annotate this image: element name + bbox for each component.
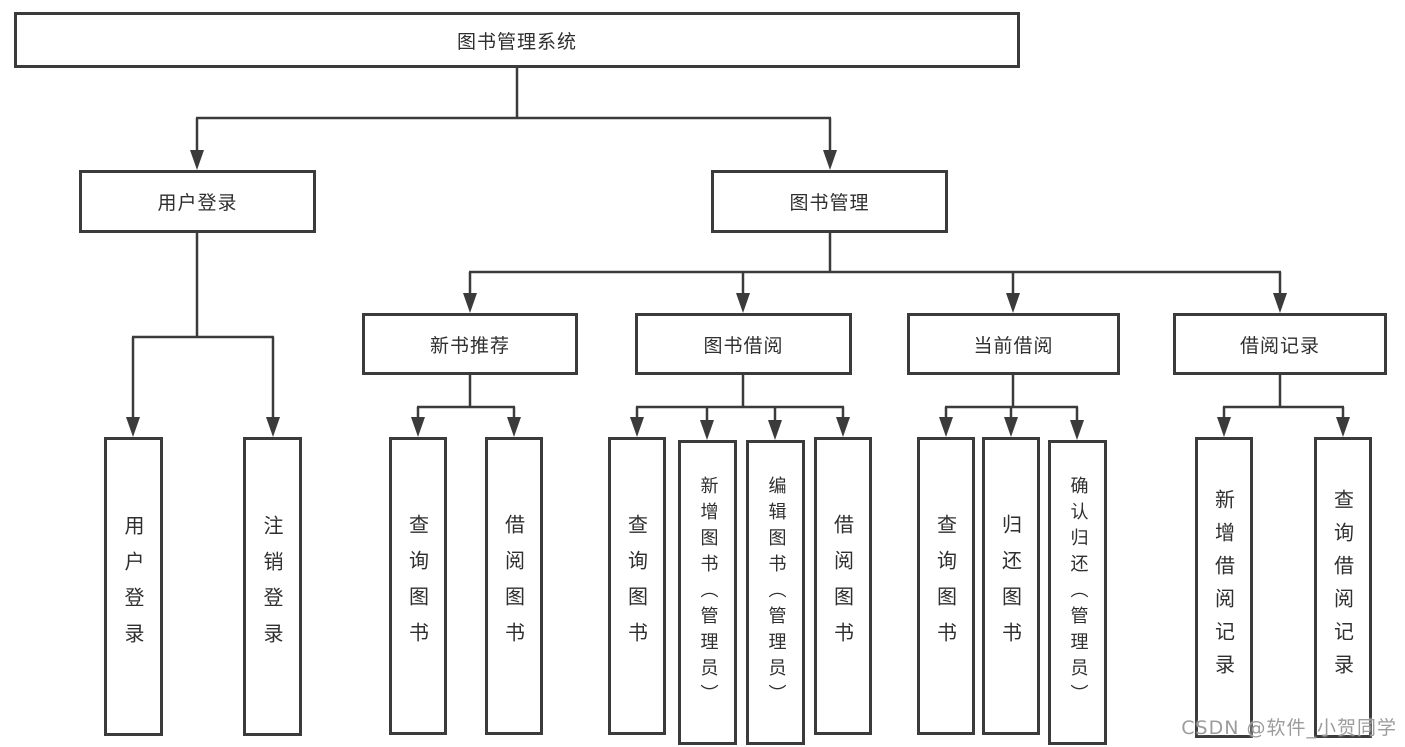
leaf-confirm-return-admin-label: 确认归还（管理员） xyxy=(1067,475,1089,710)
leaf-query-books-1-label: 查询图书 xyxy=(405,514,430,658)
leaf-edit-book-admin: 编辑图书（管理员） xyxy=(746,440,805,745)
leaf-add-book-admin-label: 新增图书（管理员） xyxy=(697,475,719,710)
node-root-label: 图书管理系统 xyxy=(456,30,577,53)
node-new-book-recommend-label: 新书推荐 xyxy=(429,334,510,357)
leaf-add-book-admin: 新增图书（管理员） xyxy=(678,440,737,745)
node-book-management-label: 图书管理 xyxy=(789,192,870,214)
leaf-query-books-1: 查询图书 xyxy=(389,437,447,735)
node-book-borrow: 图书借阅 xyxy=(635,313,852,375)
leaf-query-books-3-label: 查询图书 xyxy=(933,514,958,658)
leaf-query-borrow-record-label: 查询借阅记录 xyxy=(1330,488,1355,687)
leaf-borrow-books-2: 借阅图书 xyxy=(814,437,872,735)
leaf-borrow-books-2-label: 借阅图书 xyxy=(830,514,855,658)
leaf-borrow-books-1-label: 借阅图书 xyxy=(501,514,526,658)
node-current-borrow: 当前借阅 xyxy=(907,313,1120,375)
leaf-query-books-2: 查询图书 xyxy=(608,437,666,735)
node-user-login-label: 用户登录 xyxy=(157,192,238,214)
node-new-book-recommend: 新书推荐 xyxy=(362,313,578,375)
node-borrow-records: 借阅记录 xyxy=(1173,313,1387,375)
csdn-watermark: CSDN @软件_小贺同学 xyxy=(1181,717,1397,739)
leaf-query-books-2-label: 查询图书 xyxy=(624,514,649,658)
leaf-add-borrow-record-label: 新增借阅记录 xyxy=(1211,488,1236,687)
leaf-query-books-3: 查询图书 xyxy=(917,437,975,735)
node-user-login: 用户登录 xyxy=(79,170,316,233)
leaf-return-book: 归还图书 xyxy=(982,437,1040,735)
leaf-logout-label: 注销登录 xyxy=(260,514,284,659)
leaf-return-book-label: 归还图书 xyxy=(998,514,1023,658)
leaf-edit-book-admin-label: 编辑图书（管理员） xyxy=(765,475,787,710)
node-book-management: 图书管理 xyxy=(711,170,948,233)
node-book-borrow-label: 图书借阅 xyxy=(703,334,784,357)
leaf-logout: 注销登录 xyxy=(243,437,302,736)
leaf-borrow-books-1: 借阅图书 xyxy=(485,437,543,735)
leaf-confirm-return-admin: 确认归还（管理员） xyxy=(1048,440,1107,745)
node-current-borrow-label: 当前借阅 xyxy=(973,334,1054,357)
node-borrow-records-label: 借阅记录 xyxy=(1239,334,1320,357)
leaf-user-login-label: 用户登录 xyxy=(121,514,145,659)
leaf-query-borrow-record: 查询借阅记录 xyxy=(1314,437,1372,738)
leaf-user-login: 用户登录 xyxy=(104,437,163,736)
leaf-add-borrow-record: 新增借阅记录 xyxy=(1195,437,1253,738)
node-root-system: 图书管理系统 xyxy=(14,12,1020,68)
